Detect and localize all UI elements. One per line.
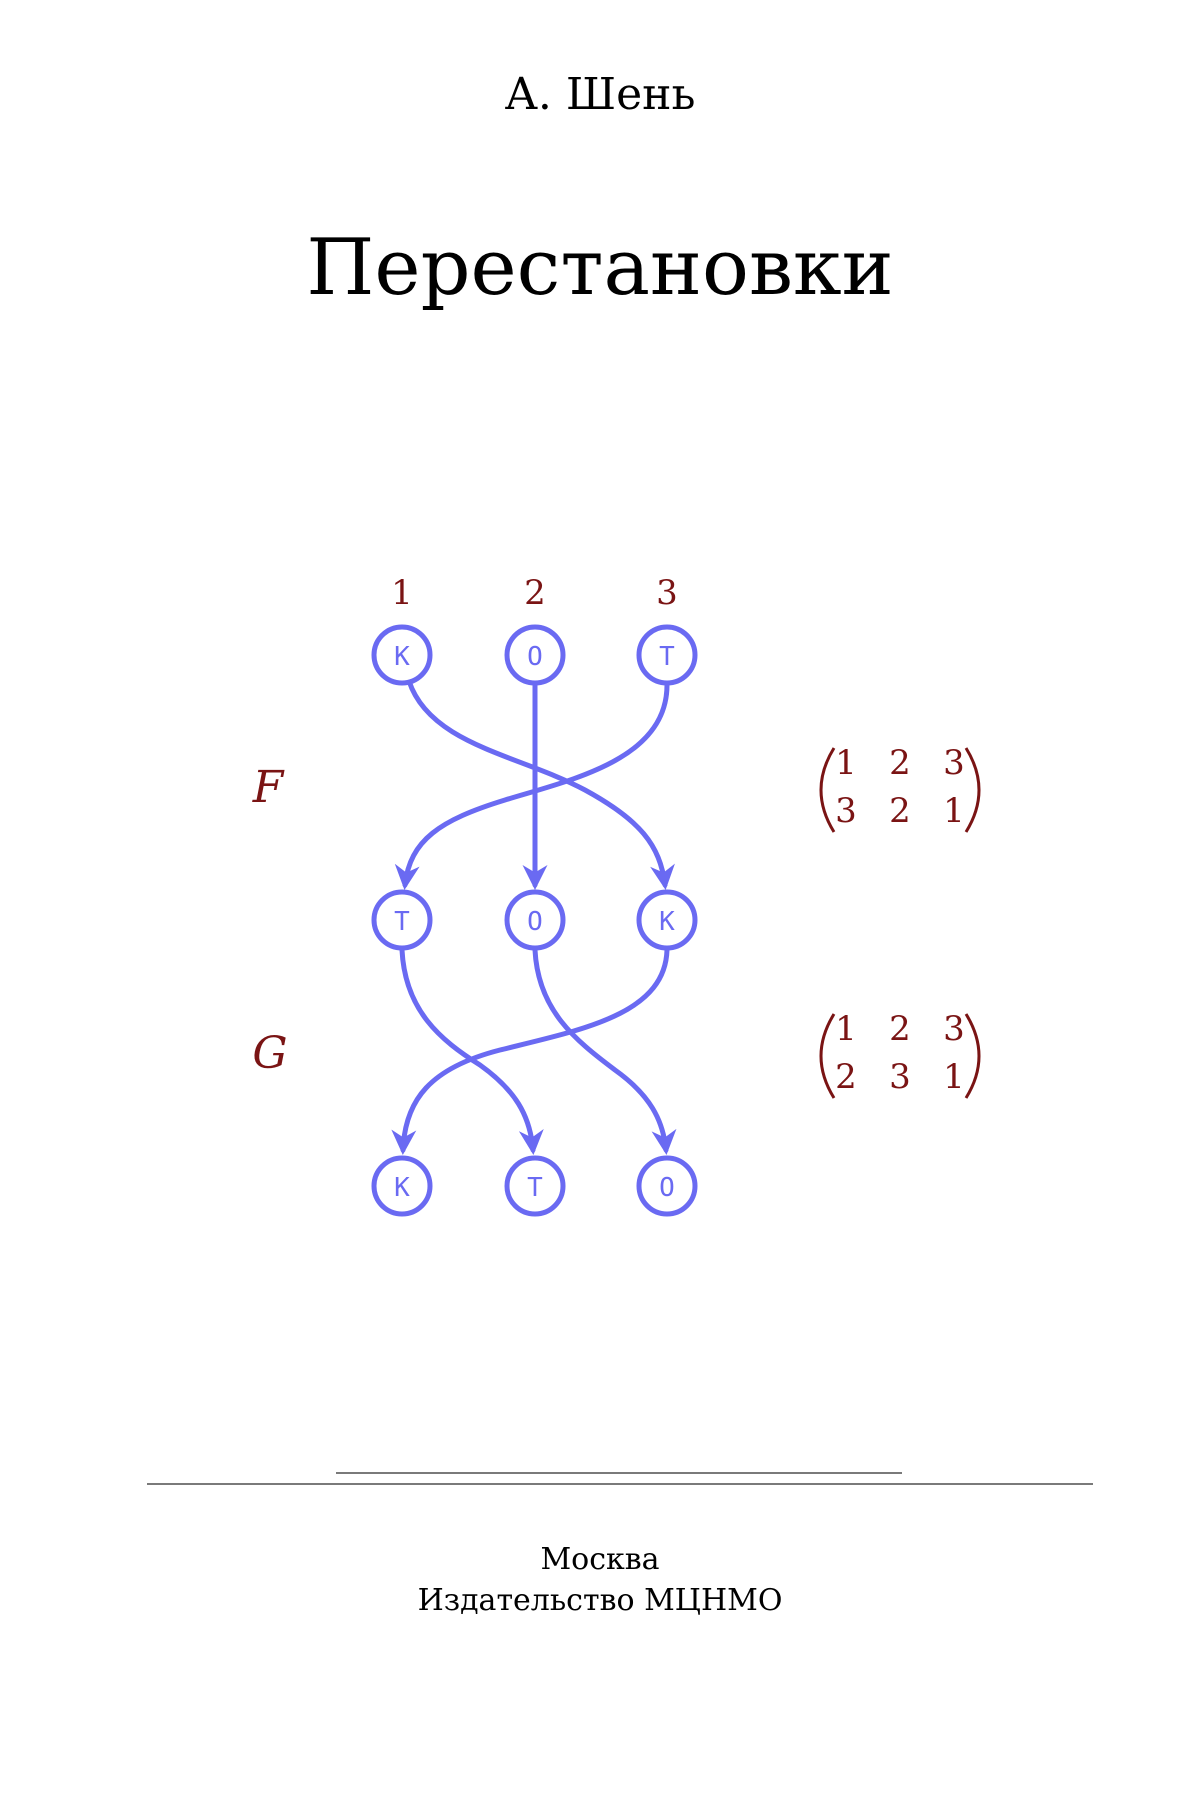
publisher-name: Издательство МЦНМО <box>417 1583 783 1618</box>
permutation-name-g: G <box>252 1028 287 1079</box>
node-middle-3-label: К <box>659 907 675 937</box>
matrix-g-left-paren <box>819 1013 836 1099</box>
node-top-1: К <box>371 624 433 686</box>
node-bottom-1-label: К <box>394 1173 410 1203</box>
column-number-1: 1 <box>391 573 413 613</box>
matrix-g-bottom-2: 3 <box>889 1057 911 1097</box>
node-top-3: Т <box>636 624 698 686</box>
book-title: Перестановки <box>306 223 894 313</box>
matrix-f-top-3: 3 <box>943 743 965 783</box>
matrix-f-bottom-3: 1 <box>943 791 965 831</box>
arrow-g-2-to-3 <box>532 947 677 1155</box>
matrix-f-right-paren <box>964 747 981 833</box>
separator-rule-long <box>147 1483 1093 1485</box>
column-number-2: 2 <box>524 573 546 613</box>
node-bottom-1: К <box>371 1155 433 1217</box>
matrix-f-left-paren <box>819 747 836 833</box>
matrix-f-bottom-2: 2 <box>889 791 911 831</box>
matrix-g-top-3: 3 <box>943 1009 965 1049</box>
node-middle-2-label: О <box>527 907 543 937</box>
matrix-g: 1 2 3 2 3 1 <box>819 1009 981 1099</box>
node-top-2: О <box>504 624 566 686</box>
node-top-1-label: К <box>394 642 410 672</box>
matrix-f: 1 2 3 3 2 1 <box>819 743 981 833</box>
matrix-g-top-2: 2 <box>889 1009 911 1049</box>
matrix-f-top-2: 2 <box>889 743 911 783</box>
node-bottom-3: О <box>636 1155 698 1217</box>
column-number-3: 3 <box>656 573 678 613</box>
matrix-g-bottom-1: 2 <box>835 1057 857 1097</box>
arrow-g-1-to-2 <box>399 947 544 1155</box>
author-name: А. Шень <box>504 69 696 120</box>
matrix-g-top-1: 1 <box>835 1009 857 1049</box>
node-top-2-label: О <box>527 642 543 672</box>
publication-city: Москва <box>540 1542 660 1577</box>
node-middle-1-label: Т <box>394 907 410 937</box>
node-top-3-label: Т <box>659 642 675 672</box>
node-bottom-3-label: О <box>659 1173 675 1203</box>
matrix-f-bottom-1: 3 <box>835 791 857 831</box>
matrix-g-bottom-3: 1 <box>943 1057 965 1097</box>
separator-rule-short <box>336 1472 902 1474</box>
arrow-f-3-to-1 <box>394 682 670 890</box>
node-bottom-2: Т <box>504 1155 566 1217</box>
arrow-g-3-to-1 <box>391 947 670 1155</box>
node-middle-1: Т <box>371 889 433 951</box>
node-bottom-2-label: Т <box>527 1173 543 1203</box>
node-middle-3: К <box>636 889 698 951</box>
node-middle-2: О <box>504 889 566 951</box>
permutation-name-f: F <box>252 762 285 813</box>
matrix-f-top-1: 1 <box>835 743 857 783</box>
matrix-g-right-paren <box>964 1013 981 1099</box>
arrow-f-1-to-3 <box>406 678 675 890</box>
